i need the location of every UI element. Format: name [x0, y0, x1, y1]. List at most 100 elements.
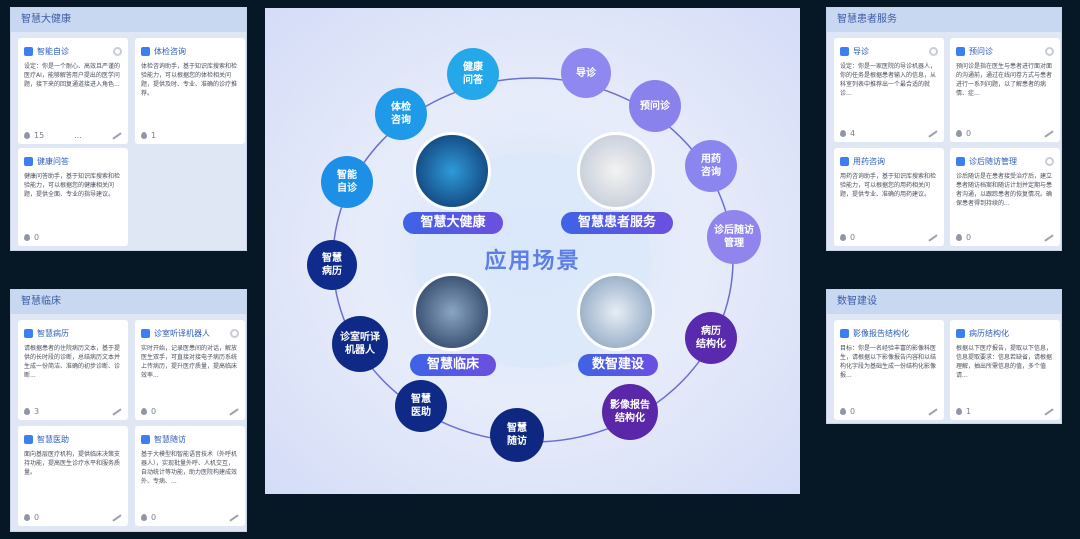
bubble-record-structuring[interactable]: 病历 结构化 — [685, 312, 737, 364]
card-title: 诊后随访管理 — [969, 156, 1017, 166]
card-description: 实时开始，记录医患间的对话，解放医生双手，可直接对接电子病历系统上传病历，提升医… — [141, 345, 238, 379]
bubble-triage[interactable]: 导诊 — [561, 48, 611, 98]
edit-icon[interactable] — [1044, 129, 1054, 138]
panel-title: 数智建设 — [827, 290, 1061, 314]
app-icon — [840, 46, 849, 56]
edit-icon[interactable] — [1044, 233, 1054, 242]
card-imaging-report-structuring[interactable]: 影像报告结构化 目标：你是一名经验丰富的影像科医生，请根据以下影像报告内容和以结… — [834, 320, 944, 420]
card-title: 体检咨询 — [154, 46, 186, 56]
card-title: 预问诊 — [969, 46, 993, 56]
pill-smart-clinical: 智慧临床 — [410, 354, 496, 376]
edit-icon[interactable] — [229, 513, 239, 522]
panel-title: 智慧患者服务 — [827, 8, 1061, 32]
panel-smart-clinical: 智慧临床 智慧病历 请根据患者的住院病历文本，基于提供的长时段的诊断，总结病历文… — [10, 289, 247, 532]
bubble-imaging-structuring[interactable]: 影像报告 结构化 — [602, 384, 658, 440]
card-title: 智慧医助 — [37, 434, 69, 444]
card-medical-record-structuring[interactable]: 病历结构化 根据以下医疗报告，提取以下信息，信息提取要求：信息若缺省，请根据理解… — [950, 320, 1060, 420]
usage-icon — [840, 130, 846, 137]
card-title: 智能自诊 — [37, 46, 69, 56]
edit-icon[interactable] — [112, 407, 122, 416]
usage-icon — [24, 132, 30, 139]
card-description: 目标：你是一名经验丰富的影像科医生，请根据以下影像报告内容和以结构化字段为基础生… — [840, 345, 937, 379]
bubble-checkup-consult[interactable]: 体检 咨询 — [375, 88, 427, 140]
card-smart-medical-record[interactable]: 智慧病历 请根据患者的住院病历文本，基于提供的长时段的诊断，总结病历文本并生成一… — [18, 320, 128, 420]
usage-count: 0 — [850, 407, 856, 416]
card-title: 病历结构化 — [969, 328, 1009, 338]
panel-digital-construction: 数智建设 影像报告结构化 目标：你是一名经验丰富的影像科医生，请根据以下影像报告… — [826, 289, 1062, 424]
card-description: 请根据患者的住院病历文本，基于提供的长时段的诊断，总结病历文本并生成一份简洁、准… — [24, 345, 121, 379]
app-icon — [24, 156, 33, 166]
usage-icon — [840, 234, 846, 241]
gear-icon[interactable] — [113, 46, 122, 56]
edit-icon[interactable] — [229, 407, 239, 416]
pill-digital-construction: 数智建设 — [578, 354, 658, 376]
card-description: 基于大模型和智能语音技术（外呼机器人），实现批量外呼、人机交互，自动统计等功能，… — [141, 451, 238, 485]
panel-title: 智慧临床 — [11, 290, 246, 314]
edit-icon[interactable] — [112, 131, 122, 140]
usage-count: 0 — [151, 513, 157, 522]
usage-count: 0 — [34, 513, 40, 522]
gear-icon[interactable] — [1045, 156, 1054, 166]
bubble-transcribe-robot[interactable]: 诊室听译 机器人 — [332, 316, 388, 372]
card-health-qa[interactable]: 健康问答 健康问答助手，基于知识库搜索和检验能力，可以根据您的健康相关问题，提供… — [18, 148, 128, 246]
bubble-smart-followup[interactable]: 智慧 随访 — [490, 408, 544, 462]
pill-smart-health: 智慧大健康 — [403, 212, 503, 234]
bubble-medication-consult[interactable]: 用药 咨询 — [685, 140, 737, 192]
usage-count: 0 — [850, 233, 856, 242]
bubble-pre-consultation[interactable]: 预问诊 — [629, 80, 681, 132]
usage-icon — [840, 408, 846, 415]
card-smart-self-diagnosis[interactable]: 智能自诊 设定：你是一个耐心、高效且严谨的医疗AI，能够解答用户提出的医学问题，… — [18, 38, 128, 144]
usage-count: 0 — [966, 233, 972, 242]
card-checkup-consult[interactable]: 体检咨询 体检咨询助手，基于知识库搜索和检验能力，可以根据您的体检相关问题，提供… — [135, 38, 245, 144]
pill-patient-service: 智慧患者服务 — [561, 212, 673, 234]
card-description: 预问诊是指在医生与患者进行面对面的沟通前，通过在线问卷方式与患者进行一系列问题，… — [956, 63, 1053, 97]
edit-icon[interactable] — [928, 407, 938, 416]
center-title: 应用场景 — [484, 249, 581, 274]
card-title: 导诊 — [853, 46, 869, 56]
card-title: 健康问答 — [37, 156, 69, 166]
gear-icon[interactable] — [230, 328, 239, 338]
panel-patient-service: 智慧患者服务 导诊 设定：你是一家医院的导诊机器人，你的任务是根据患者输入的信息… — [826, 7, 1062, 251]
usage-icon — [24, 234, 30, 241]
gear-icon[interactable] — [1045, 46, 1054, 56]
clinical-photo — [413, 273, 491, 351]
card-pre-consultation[interactable]: 预问诊 预问诊是指在医生与患者进行面对面的沟通前，通过在线问卷方式与患者进行一系… — [950, 38, 1060, 142]
card-post-visit-followup[interactable]: 诊后随访管理 诊后随访是在患者接受治疗后，建立患者随访档案和随访计划并定期与患者… — [950, 148, 1060, 246]
bubble-health-qa[interactable]: 健康 问答 — [447, 48, 499, 100]
card-triage[interactable]: 导诊 设定：你是一家医院的导诊机器人，你的任务是根据患者输入的信息，从科室列表中… — [834, 38, 944, 142]
edit-icon[interactable] — [928, 129, 938, 138]
card-title: 用药咨询 — [853, 156, 885, 166]
app-icon — [840, 328, 849, 338]
card-title: 智慧随访 — [154, 434, 186, 444]
usage-icon — [956, 408, 962, 415]
usage-icon — [956, 234, 962, 241]
card-medication-consult[interactable]: 用药咨询 用药咨询助手，基于知识库搜索和检验能力，可以根据您的用药相关问题，提供… — [834, 148, 944, 246]
card-description: 体检咨询助手，基于知识库搜索和检验能力，可以根据您的体检相关问题，提供及时、专业… — [141, 63, 238, 97]
panel-title: 智慧大健康 — [11, 8, 246, 32]
card-description: 设定：你是一个耐心、高效且严谨的医疗AI，能够解答用户提出的医学问题，接下来的回… — [24, 63, 121, 88]
more-text: ... — [74, 131, 82, 140]
card-title: 影像报告结构化 — [853, 328, 909, 338]
usage-icon — [141, 408, 147, 415]
edit-icon[interactable] — [112, 513, 122, 522]
bubble-smart-assistant[interactable]: 智慧 医助 — [395, 380, 447, 432]
card-title: 诊室听译机器人 — [154, 328, 210, 338]
app-icon — [24, 46, 33, 56]
bubble-self-diagnosis[interactable]: 智能 自诊 — [321, 156, 373, 208]
gear-icon[interactable] — [929, 46, 938, 56]
bubble-post-visit-followup[interactable]: 诊后随访 管理 — [707, 210, 761, 264]
usage-icon — [956, 130, 962, 137]
digital-photo — [577, 273, 655, 351]
app-icon — [956, 46, 965, 56]
edit-icon[interactable] — [1044, 407, 1054, 416]
bubble-smart-record[interactable]: 智慧 病历 — [307, 240, 357, 290]
edit-icon[interactable] — [928, 233, 938, 242]
card-smart-followup[interactable]: 智慧随访 基于大模型和智能语音技术（外呼机器人），实现批量外呼、人机交互，自动统… — [135, 426, 245, 526]
usage-icon — [24, 408, 30, 415]
card-consult-transcribe-robot[interactable]: 诊室听译机器人 实时开始，记录医患间的对话，解放医生双手，可直接对接电子病历系统… — [135, 320, 245, 420]
card-description: 面向基层医疗机构，提供临床决策支持功能，提高医生诊疗水平和服务质量。 — [24, 451, 121, 476]
usage-icon — [24, 514, 30, 521]
card-smart-assistant[interactable]: 智慧医助 面向基层医疗机构，提供临床决策支持功能，提高医生诊疗水平和服务质量。 … — [18, 426, 128, 526]
patient-service-photo — [577, 132, 655, 210]
card-description: 诊后随访是在患者接受治疗后，建立患者随访档案和随访计划并定期与患者沟通，以跟踪患… — [956, 173, 1053, 207]
